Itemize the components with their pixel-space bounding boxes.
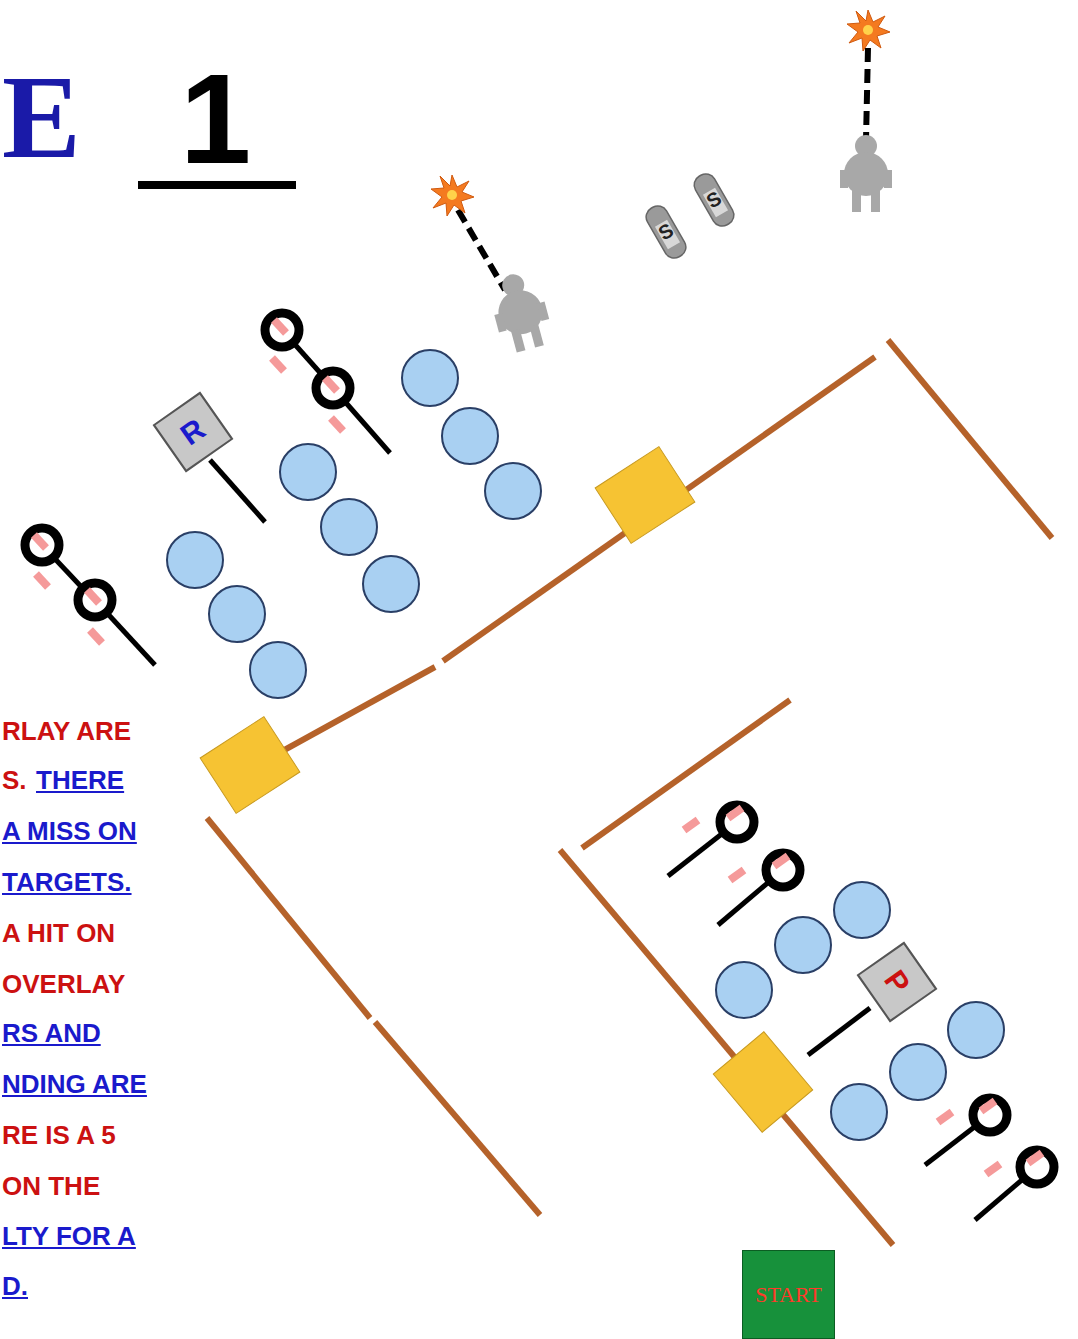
node-text: P [877,964,916,1000]
start-box: START [742,1250,835,1339]
steel-popper [25,313,1054,1220]
barrel [200,447,813,1133]
stage-note: LTY FOR A [2,1221,136,1252]
stage-note: RLAY ARE [2,716,131,747]
activated-target [431,10,892,356]
stage-note: NDING ARE [2,1069,147,1100]
node-text: START [755,1282,822,1308]
stage-note: ON THE [2,1171,100,1202]
stage-note: OVERLAY [2,969,125,1000]
range-sign: R [153,392,234,473]
stage-note: D. [2,1271,28,1302]
wall [207,340,1052,1245]
node-text: R [174,412,211,452]
stage-number: 1 [180,45,251,192]
stage-note: THERE [36,765,124,796]
stage-note: TARGETS. [2,867,132,898]
stage-note: RS AND [2,1018,101,1049]
sign-pole [210,460,870,1055]
title-letter: E [2,50,81,186]
stage-note: RE IS A 5 [2,1120,116,1151]
stage-note: A MISS ON [2,816,137,847]
paper-target [167,350,1004,1140]
no-shoot-target [642,170,737,261]
stage-note: A HIT ON [2,918,115,949]
stage-note: S. [2,765,27,796]
